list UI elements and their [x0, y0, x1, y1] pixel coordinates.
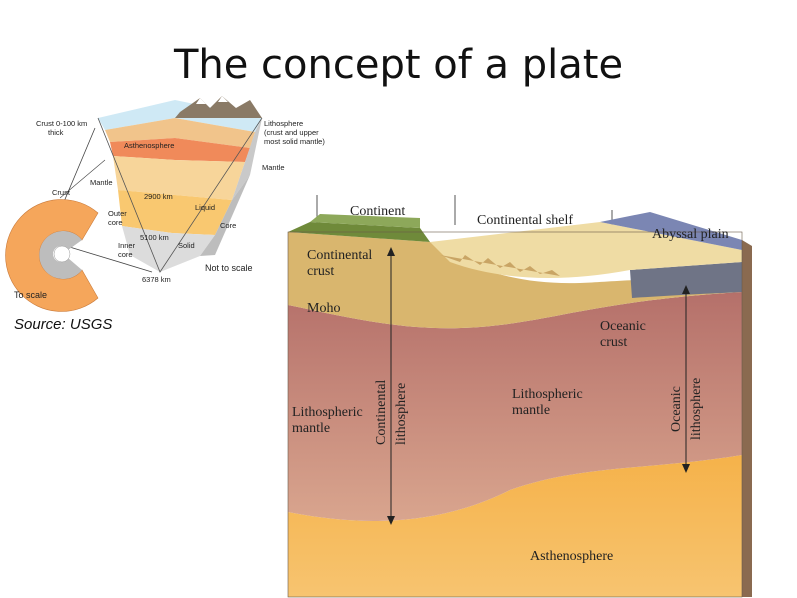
lithospheric-mantle-region: [288, 292, 742, 521]
label-crust: Crust: [52, 188, 71, 197]
guide-line: [59, 159, 106, 199]
ocean-surface: [600, 212, 742, 250]
label-moho: Moho: [307, 301, 340, 316]
label-continent: Continent: [350, 204, 405, 219]
wedge-side-face: [232, 118, 262, 200]
label-oceanic-crust: Oceanic: [600, 319, 646, 334]
label-continental-crust: Continental: [307, 248, 372, 263]
shelf-slump-deposits: [440, 255, 560, 276]
block-side-face: [742, 240, 752, 597]
label-to-scale: To scale: [14, 290, 47, 300]
label-crust-thickness-2: thick: [48, 128, 64, 137]
label-mantle-right: Mantle: [262, 163, 285, 172]
label-lithosphere-2: (crust and upper: [264, 128, 319, 137]
earth-interior-diagram: Crust 0-100 km thick Lithosphere (crust …: [5, 96, 325, 312]
label-continental-crust-2: crust: [307, 264, 334, 279]
crust-layer: [105, 118, 255, 148]
label-lithosphere-3: most solid mantle): [264, 137, 325, 146]
label-lithospheric-mantle-mid-2: mantle: [512, 403, 550, 418]
label-not-to-scale: Not to scale: [205, 263, 253, 273]
arrow-head: [387, 247, 395, 256]
inner-core-circle: [53, 245, 71, 263]
arrow-head: [682, 464, 690, 473]
label-6378km: 6378 km: [142, 275, 171, 284]
label-inner-core-2: core: [118, 250, 133, 259]
asthenosphere-layer: [110, 138, 250, 162]
asthenosphere-region: [288, 455, 742, 597]
label-mantle-left: Mantle: [90, 178, 113, 187]
arrow-head: [387, 516, 395, 525]
snow-cap: [196, 98, 206, 104]
source-caption: Source: USGS: [14, 316, 113, 333]
snow-cap: [218, 96, 228, 102]
inner-core-layer: [122, 226, 215, 272]
label-5100km: 5100 km: [140, 233, 169, 242]
label-continental-lithosphere: Continental: [374, 380, 389, 445]
core-cross-section: [39, 231, 82, 279]
label-continental-lithosphere-2: lithosphere: [394, 383, 409, 445]
label-lithospheric-mantle-left-2: mantle: [292, 421, 330, 436]
label-core: Core: [220, 221, 236, 230]
label-continental-shelf: Continental shelf: [477, 213, 573, 228]
label-lithosphere: Lithosphere: [264, 119, 303, 128]
continent-surface-top: [310, 214, 420, 228]
label-oceanic-crust-2: crust: [600, 335, 627, 350]
label-outer-core-2: core: [108, 218, 123, 227]
slide-title: The concept of a plate: [173, 42, 624, 88]
label-liquid: Liquid: [195, 203, 215, 212]
label-solid: Solid: [178, 241, 195, 250]
label-lithospheric-mantle-mid: Lithospheric: [512, 387, 583, 402]
oceanic-crust-region: [630, 262, 742, 298]
label-inner-core: Inner: [118, 241, 136, 250]
label-outer-core: Outer: [108, 209, 127, 218]
outer-core-layer: [118, 190, 232, 235]
label-oceanic-lithosphere-2: lithosphere: [689, 378, 704, 440]
plate-block-diagram: Continent Continental shelf Abyssal plai…: [287, 195, 752, 598]
label-asthenosphere-plate: Asthenosphere: [530, 549, 613, 564]
label-oceanic-lithosphere: Oceanic: [669, 386, 684, 432]
arrow-head: [682, 285, 690, 294]
wedge-side-face: [200, 175, 250, 256]
label-crust-thickness: Crust 0-100 km: [36, 119, 87, 128]
mountain-range: [175, 96, 262, 118]
label-abyssal-plain: Abyssal plain: [652, 227, 729, 242]
label-lithospheric-mantle-left: Lithospheric: [292, 405, 363, 420]
label-2900km: 2900 km: [144, 192, 173, 201]
block-outline: [287, 231, 743, 598]
wedge-outline: [97, 117, 263, 273]
continental-crust-region: [288, 232, 742, 329]
label-asthenosphere: Asthenosphere: [124, 141, 174, 150]
mantle-layer: [113, 156, 245, 200]
